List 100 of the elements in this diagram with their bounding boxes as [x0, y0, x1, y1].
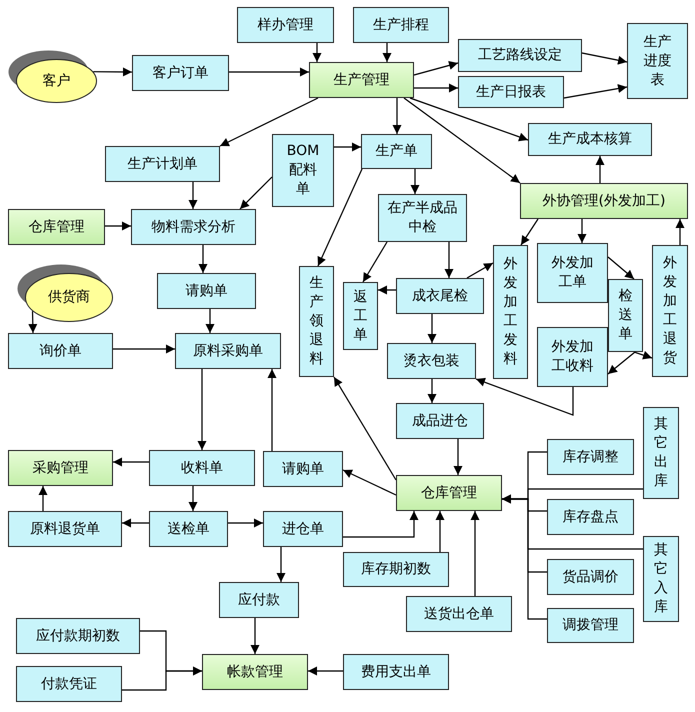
- arrow: [502, 494, 547, 620]
- document-box: 生产计划单: [105, 146, 220, 182]
- module-box: 仓库管理: [8, 209, 105, 245]
- document-box: 付款凭证: [16, 666, 122, 702]
- arrow: [113, 458, 149, 466]
- arrow: [564, 84, 628, 99]
- arrow: [362, 242, 388, 282]
- document-box: 烫衣包装: [387, 343, 476, 379]
- document-box: 返工单: [343, 282, 378, 350]
- document-box: 生产进度表: [627, 23, 688, 99]
- document-box: 工艺路线设定: [458, 39, 582, 72]
- arrow: [634, 350, 652, 360]
- arrow: [444, 242, 454, 278]
- document-box: 外发加工单: [537, 243, 608, 303]
- arrow: [122, 518, 149, 528]
- document-box: 外发加工退货: [652, 245, 688, 377]
- arrow: [428, 379, 436, 403]
- arrow: [220, 97, 318, 147]
- document-box: 费用支出单: [343, 654, 449, 690]
- arrow: [520, 218, 538, 246]
- document-box: 在产半成品中检: [378, 194, 467, 242]
- arrow: [596, 156, 604, 183]
- arrow: [93, 67, 132, 76]
- arrow: [578, 219, 586, 243]
- arrow: [378, 286, 396, 294]
- arrow: [312, 43, 322, 62]
- document-box: 原料退货单: [8, 511, 122, 547]
- document-box: 外发加工收料: [537, 327, 608, 387]
- arrow: [333, 376, 397, 480]
- arrow: [229, 68, 309, 76]
- arrow: [276, 547, 286, 582]
- document-box: 送货出仓单: [406, 596, 512, 632]
- module-box: 生产管理: [309, 62, 414, 98]
- document-box: 收料单: [149, 450, 255, 486]
- arrow: [436, 511, 444, 552]
- document-box: 其它出库: [643, 407, 679, 499]
- document-box: 外发加工发料: [493, 245, 528, 379]
- arrow: [414, 61, 458, 76]
- document-box: 库存调整: [547, 439, 634, 475]
- arrow: [122, 666, 202, 691]
- arrow: [582, 52, 628, 65]
- document-box: 其它入库: [643, 536, 679, 622]
- arrow: [188, 486, 198, 511]
- document-box: 库存期初数: [343, 552, 449, 587]
- arrow: [343, 511, 418, 538]
- arrow: [198, 245, 208, 273]
- arrow: [608, 256, 634, 280]
- document-box: 成衣尾检: [396, 278, 484, 314]
- document-box: 生产成本核算: [528, 123, 652, 156]
- arrow: [476, 378, 574, 416]
- arrow: [454, 439, 462, 475]
- arrow: [268, 369, 276, 451]
- arrow: [414, 84, 458, 92]
- document-box: 生产单: [361, 134, 432, 169]
- arrow: [240, 176, 272, 210]
- arrow: [38, 486, 48, 511]
- document-box: 货品调价: [547, 559, 634, 595]
- document-box: 生产排程: [353, 7, 449, 43]
- arrow: [188, 182, 198, 209]
- document-box: 应付款期初数: [16, 618, 140, 654]
- document-box: 送检单: [149, 511, 228, 547]
- document-box: 物料需求分析: [131, 209, 256, 245]
- document-box: BOM配料单: [272, 134, 334, 207]
- arrow: [608, 352, 636, 374]
- arrow: [382, 43, 392, 62]
- arrow: [410, 169, 420, 194]
- document-box: 成品进仓: [396, 403, 484, 439]
- arrow: [676, 219, 684, 245]
- document-box: 询价单: [8, 333, 113, 369]
- document-box: 样办管理: [237, 7, 334, 43]
- arrow: [105, 222, 131, 230]
- arrow: [206, 309, 214, 333]
- document-box: 请购单: [157, 273, 256, 309]
- arrow: [250, 618, 260, 654]
- arrow: [308, 666, 343, 676]
- module-box: 帐款管理: [202, 654, 308, 690]
- module-box: 采购管理: [8, 450, 113, 486]
- module-box: 外协管理(外发加工): [520, 183, 688, 219]
- document-box: 生产日报表: [458, 76, 564, 108]
- document-box: 检送单: [608, 279, 643, 352]
- document-box: 进仓单: [263, 511, 343, 547]
- document-box: 原料采购单: [175, 333, 281, 369]
- arrow: [228, 518, 263, 528]
- arrow: [392, 98, 402, 134]
- document-box: 请购单: [263, 451, 343, 487]
- document-box: 应付款: [219, 582, 299, 618]
- document-box: 生产领退料: [299, 266, 334, 377]
- arrow: [466, 262, 494, 279]
- arrow: [317, 168, 363, 266]
- arrow: [334, 142, 361, 152]
- arrow: [198, 369, 206, 450]
- arrow: [342, 469, 396, 496]
- arrow: [410, 97, 528, 142]
- arrow: [428, 314, 436, 343]
- arrow: [470, 511, 480, 596]
- arrow: [113, 344, 175, 354]
- document-box: 调拨管理: [547, 608, 634, 643]
- document-box: 客户订单: [132, 55, 229, 91]
- arrow: [28, 311, 38, 334]
- arrow: [404, 98, 520, 184]
